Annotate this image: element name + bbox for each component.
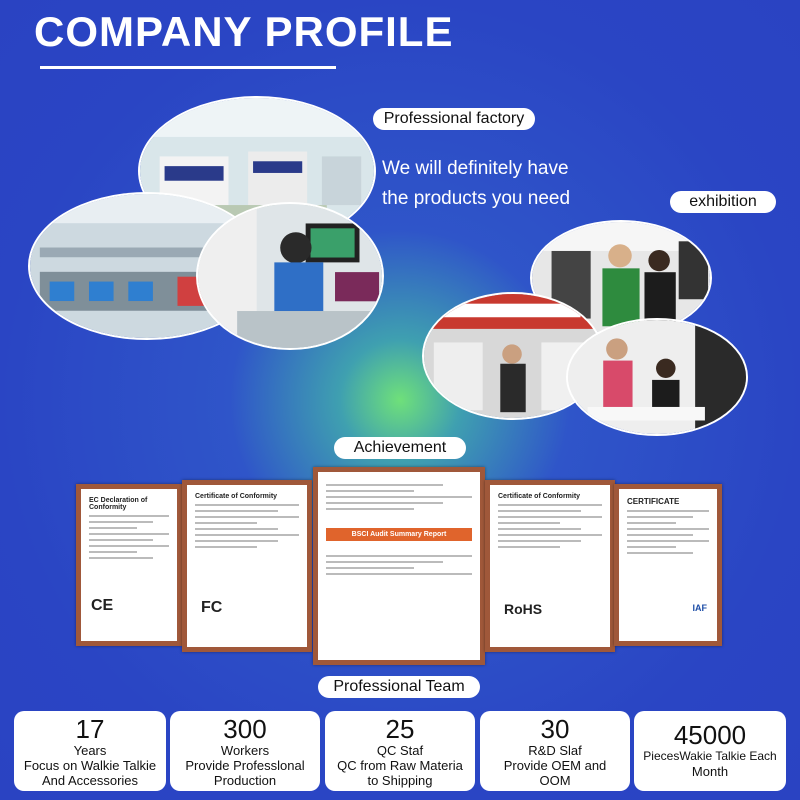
- tagline-line-1: We will definitely have: [382, 158, 569, 179]
- stat-label: QC Staf: [376, 743, 424, 758]
- stat-label: PiecesWakie Talkie Each: [643, 749, 777, 763]
- certificate-title: CERTIFICATE: [627, 497, 680, 506]
- page-title: COMPANY PROFILE: [34, 8, 454, 55]
- stat-label: Provide OEM and: [503, 758, 607, 773]
- stat-monthly-output: 45000 PiecesWakie Talkie Each Month: [634, 711, 786, 791]
- stat-qc-staff: 25 QC Staf QC from Raw Materia to Shippi…: [325, 711, 475, 791]
- stat-number: 300: [223, 714, 267, 744]
- stat-number: 45000: [673, 720, 747, 750]
- certificate-bsci: BSCI Audit Summary Report: [313, 467, 485, 665]
- certificate-title: EC Declaration of Conformity: [89, 497, 148, 511]
- certificate-iso: CERTIFICATE IAF: [614, 484, 722, 646]
- exhibition-photo-right: [566, 318, 748, 436]
- stat-number: 25: [385, 714, 415, 744]
- stat-number: 17: [75, 714, 105, 744]
- title-underline: [40, 66, 336, 69]
- factory-photo-worker: [196, 202, 384, 350]
- exhibition-label: exhibition: [670, 191, 776, 213]
- ce-mark: CE: [91, 597, 114, 614]
- stat-label: Focus on Walkie Talkie: [23, 758, 157, 773]
- bsci-report-banner: BSCI Audit Summary Report: [326, 528, 472, 541]
- stat-label: Years: [73, 743, 107, 758]
- stat-label: Production: [213, 773, 277, 788]
- certificate-rohs: Certificate of Conformity RoHS: [485, 480, 615, 652]
- iaf-mark: IAF: [692, 603, 708, 613]
- stat-label: to Shipping: [367, 773, 433, 788]
- stat-number: 30: [540, 714, 570, 744]
- stat-label: Month: [691, 764, 729, 779]
- factory-photo-left: [28, 192, 266, 340]
- factory-label: Professional factory: [373, 108, 535, 130]
- certificate-title: Certificate of Conformity: [498, 493, 581, 500]
- tagline-line-2: the products you need: [382, 188, 571, 209]
- exhibition-photo-left: [422, 292, 604, 420]
- team-label: Professional Team: [318, 676, 480, 698]
- stat-workers: 300 Workers Provide Professlonal Product…: [170, 711, 320, 791]
- fcc-mark: FC: [201, 599, 223, 616]
- stat-label: And Accessories: [41, 773, 139, 788]
- certificate-ce: EC Declaration of Conformity CE: [76, 484, 182, 646]
- certificate-fcc: Certificate of Conformity FC: [182, 480, 312, 652]
- achievement-label: Achievement: [334, 437, 466, 459]
- rohs-mark: RoHS: [504, 601, 543, 617]
- stat-years: 17 Years Focus on Walkie Talkie And Acce…: [14, 711, 166, 791]
- stat-label: OOM: [539, 773, 571, 788]
- stat-label: Provide Professlonal: [185, 758, 305, 773]
- stat-label: Workers: [220, 743, 270, 758]
- stat-rd-staff: 30 R&D Slaf Provide OEM and OOM: [480, 711, 630, 791]
- stat-label: QC from Raw Materia: [337, 758, 463, 773]
- certificate-title: Certificate of Conformity: [195, 493, 278, 500]
- stat-label: R&D Slaf: [528, 743, 582, 758]
